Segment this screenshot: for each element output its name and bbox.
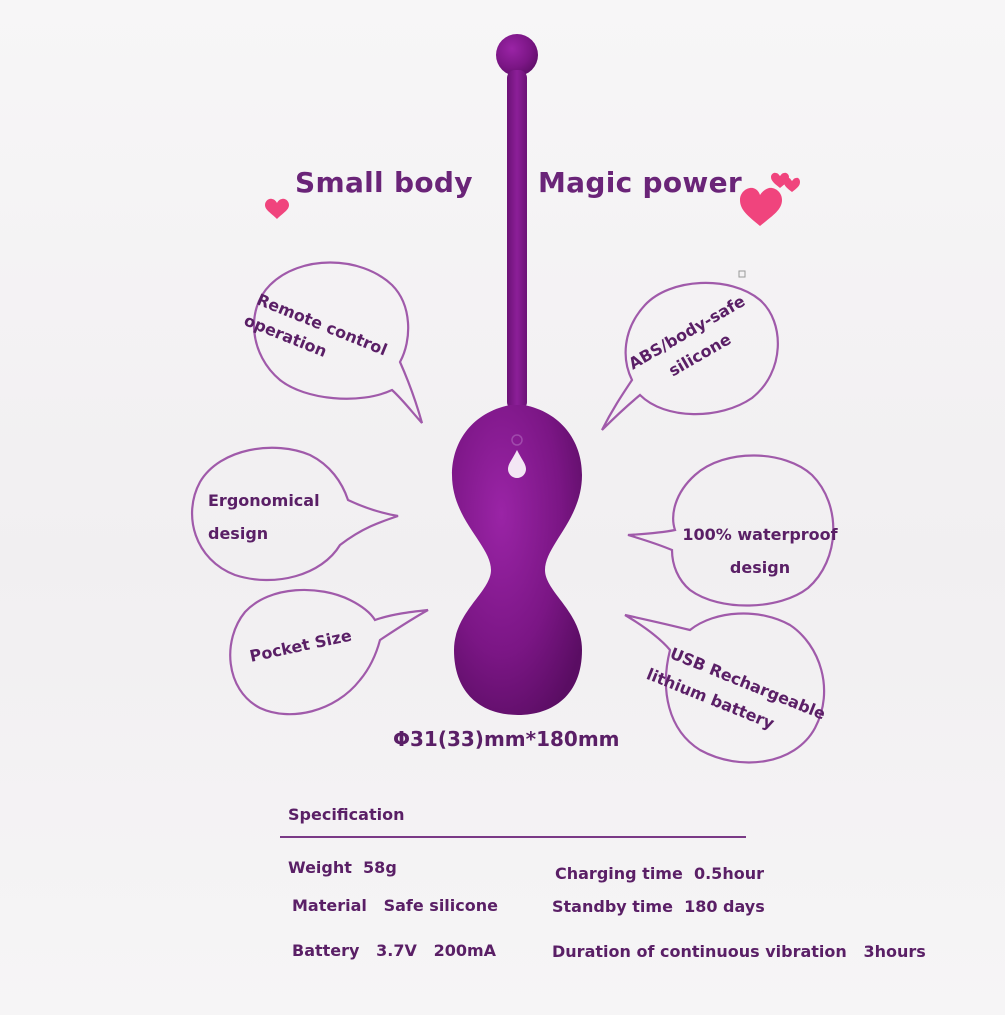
- bubble-abs-silicone: [601, 281, 779, 431]
- bubble-pocket-size: [229, 588, 429, 716]
- product-top-knob: [496, 34, 538, 76]
- specification-title: Specification: [288, 805, 405, 824]
- dimensions-label: Φ31(33)mm*180mm: [393, 727, 620, 751]
- heart-icon-small-left: [265, 198, 289, 219]
- spec-material: Material Safe silicone: [292, 896, 498, 915]
- feature-waterproof: 100% waterproof design: [682, 525, 838, 577]
- product-body: [452, 405, 582, 715]
- spec-charging-time: Charging time 0.5hour: [555, 864, 764, 883]
- spec-weight: Weight 58g: [288, 858, 397, 877]
- bubble-usb-rechargeable: [624, 612, 826, 764]
- feature-ergonomical: Ergonomical design: [208, 491, 320, 543]
- spec-vibration-duration: Duration of continuous vibration 3hours: [552, 942, 926, 961]
- spec-standby-time: Standby time 180 days: [552, 897, 765, 916]
- headline-magic-power: Magic power: [538, 166, 742, 199]
- product-stem: [507, 70, 527, 410]
- specification-divider: [280, 836, 746, 838]
- heart-icon-large: [740, 187, 782, 226]
- bubble-remote-control: [252, 261, 424, 424]
- bubble-waterproof: [627, 454, 835, 607]
- headline-small-body: Small body: [295, 166, 473, 199]
- spec-battery: Battery 3.7V 200mA: [292, 941, 497, 960]
- heart-icon-small-right-2: [784, 177, 800, 192]
- small-square-mark: [738, 270, 746, 278]
- bubble-ergonomical: [191, 446, 399, 582]
- droplet-icon: [508, 450, 526, 478]
- power-button-icon: [511, 434, 523, 446]
